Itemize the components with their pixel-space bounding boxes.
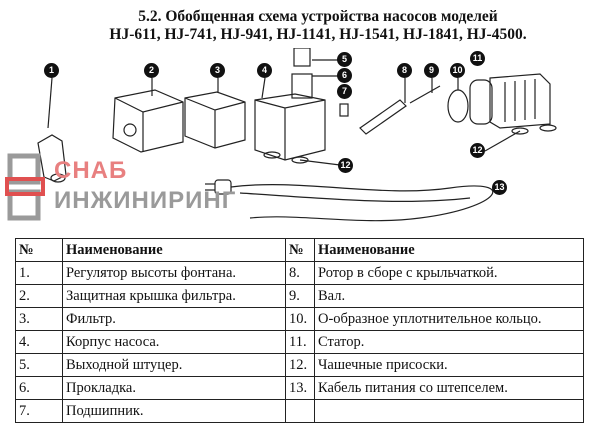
table-row: 4.Корпус насоса.11.Статор. [15,330,584,354]
section-title: 5.2. Обобщенная схема устройства насосов… [138,8,498,25]
part-suction-cups [263,124,557,166]
cell-number: 4. [15,330,63,354]
header-name: Наименование [62,238,286,262]
cell-number: 10. [285,307,315,331]
callout-11: 11 [470,51,485,66]
callout-12b: 12 [470,143,485,158]
cell-name: Чашечные присоски. [314,353,584,377]
part-filter-cover [112,78,184,153]
cell-name: Подшипник. [62,399,286,423]
callout-1: 1 [44,63,59,78]
cell-number: 13. [285,376,315,400]
cell-name: Корпус насоса. [62,330,286,354]
exploded-pump-diagram: 1 2 3 4 5 6 7 8 9 10 11 12 12 13 [0,47,600,233]
cell-number: 3. [15,307,63,331]
parts-table: № Наименование № Наименование 1.Регулято… [15,238,584,423]
table-row: 5.Выходной штуцер.12.Чашечные присоски. [15,353,584,377]
callout-2: 2 [144,63,159,78]
cell-number: 11. [285,330,315,354]
cell-number [285,399,315,423]
header-number: № [15,238,63,262]
callout-5: 5 [337,52,352,67]
callout-13: 13 [492,180,507,195]
cell-name: Выходной штуцер. [62,353,286,377]
cell-name: Регулятор высоты фонтана. [62,261,286,285]
table-row: 2.Защитная крышка фильтра.9.Вал. [15,284,584,308]
cell-number: 7. [15,399,63,423]
cell-name [314,399,584,423]
cell-number: 1. [15,261,63,285]
callout-9: 9 [424,63,439,78]
callout-12a: 12 [338,158,353,173]
cell-name: Фильтр. [62,307,286,331]
callout-6: 6 [337,68,352,83]
part-stator [447,73,551,129]
part-rotor-shaft [359,78,441,135]
table-header-row: № Наименование № Наименование [15,238,584,262]
cell-number: 8. [285,261,315,285]
callout-8: 8 [397,63,412,78]
cell-number: 12. [285,353,315,377]
model-list: HJ-611, HJ-741, HJ-941, HJ-1141, HJ-1541… [109,26,527,43]
cell-number: 9. [285,284,315,308]
callout-10: 10 [450,63,465,78]
callout-4: 4 [257,63,272,78]
table-row: 1.Регулятор высоты фонтана.8.Ротор в сбо… [15,261,584,285]
part-power-cable [205,179,494,222]
table-row: 3.Фильтр.10.О-образное уплотнительное ко… [15,307,584,331]
cell-name: Вал. [314,284,584,308]
part-filter [184,78,246,149]
cell-number: 6. [15,376,63,400]
cell-name: Защитная крышка фильтра. [62,284,286,308]
header-name: Наименование [314,238,584,262]
header-number: № [285,238,315,262]
part-pump-body [254,47,349,161]
table-row: 7.Подшипник. [15,399,584,423]
cell-name: Кабель питания со штепселем. [314,376,584,400]
part-fountain-regulator [37,77,67,183]
callout-3: 3 [210,63,225,78]
callout-7: 7 [337,84,352,99]
cell-name: О-образное уплотнительное кольцо. [314,307,584,331]
cell-number: 5. [15,353,63,377]
table-row: 6.Прокладка.13.Кабель питания со штепсел… [15,376,584,400]
cell-name: Прокладка. [62,376,286,400]
cell-name: Ротор в сборе с крыльчаткой. [314,261,584,285]
diagram-drawing [37,47,557,222]
cell-number: 2. [15,284,63,308]
cell-name: Статор. [314,330,584,354]
